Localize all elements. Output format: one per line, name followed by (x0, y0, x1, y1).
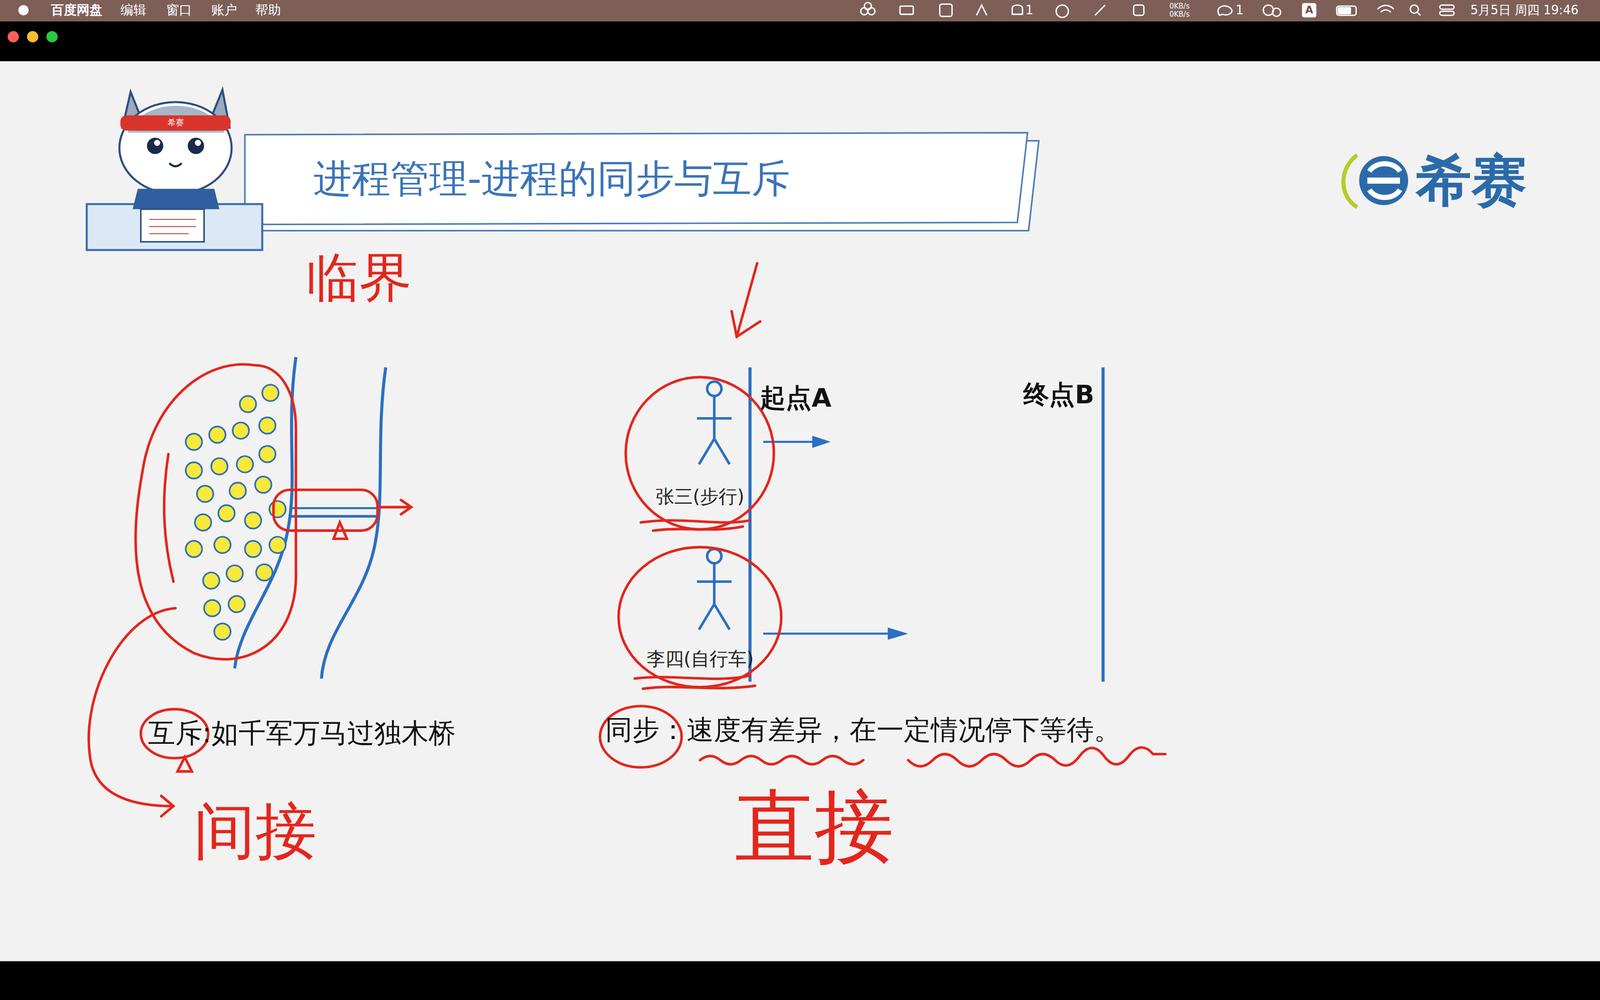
badge-count: 1 (1235, 2, 1244, 18)
clock: 5月5日 周四 19:46 (1470, 2, 1579, 18)
brand-logo: 希赛 (1416, 147, 1527, 214)
net-speed: 0KB/s (1169, 10, 1190, 19)
menu-item: 窗口 (166, 2, 192, 18)
input-method: A (1305, 4, 1314, 17)
net-speed: 0KB/s (1169, 1, 1190, 11)
handwritten-note: 间接 (193, 794, 317, 869)
menu-item: 帮助 (255, 2, 281, 18)
figure-circle: 张三(步行) (624, 375, 776, 531)
figure-label: 李四(自行车) (646, 648, 754, 670)
menu-item: 编辑 (120, 2, 147, 18)
menu-item: 账户 (211, 2, 238, 18)
handwritten-note: 临界 (306, 245, 412, 310)
track-label: 终点B (1023, 379, 1095, 410)
definition-text: 同步：速度有差异，在一定情况停下等待。 (605, 713, 1121, 746)
circle-outline (625, 377, 774, 530)
handwritten-note: 直接 (734, 778, 894, 875)
track-label: 起点A (760, 382, 831, 414)
mascot-headband: 希赛 (167, 117, 184, 128)
slide-title: 进程管理-进程的同步与互斥 (313, 155, 790, 202)
circle-outline (618, 547, 782, 688)
definition-text: 互斥:如千军万马过独木桥 (148, 716, 456, 750)
figure-circle: 李四(自行车) (617, 545, 783, 689)
figure-label: 张三(步行) (655, 485, 745, 508)
menu-app-name: 百度网盘 (50, 2, 103, 18)
badge-count: 1 (1025, 2, 1034, 18)
